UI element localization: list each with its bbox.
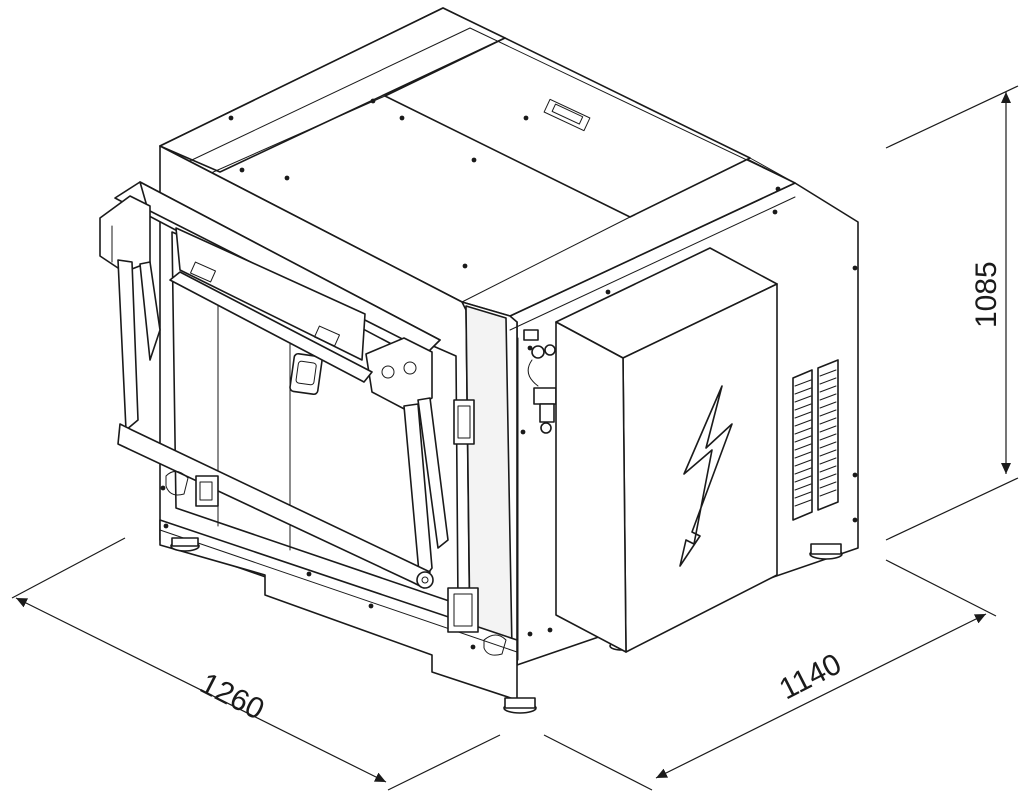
dimension-height: 1085 xyxy=(885,85,1019,541)
dimension-height-label: 1085 xyxy=(970,261,1003,328)
dimension-width-label: 1260 xyxy=(195,667,269,727)
door-latch xyxy=(289,352,323,396)
cover-frame xyxy=(99,181,507,656)
top-handle xyxy=(543,98,591,132)
ventilation-louvers xyxy=(792,359,839,521)
high-voltage-lightning-icon xyxy=(679,385,733,567)
cabinet-top xyxy=(149,7,796,317)
cover-front-panel xyxy=(175,227,366,361)
side-details xyxy=(509,196,858,661)
lower-door-hinge xyxy=(447,587,479,633)
pneumatic-fittings xyxy=(523,329,565,434)
dimension-depth-label: 1140 xyxy=(774,648,846,707)
machine-unit xyxy=(99,7,859,714)
electrical-box xyxy=(555,247,778,653)
upper-door-hinge xyxy=(453,399,475,445)
